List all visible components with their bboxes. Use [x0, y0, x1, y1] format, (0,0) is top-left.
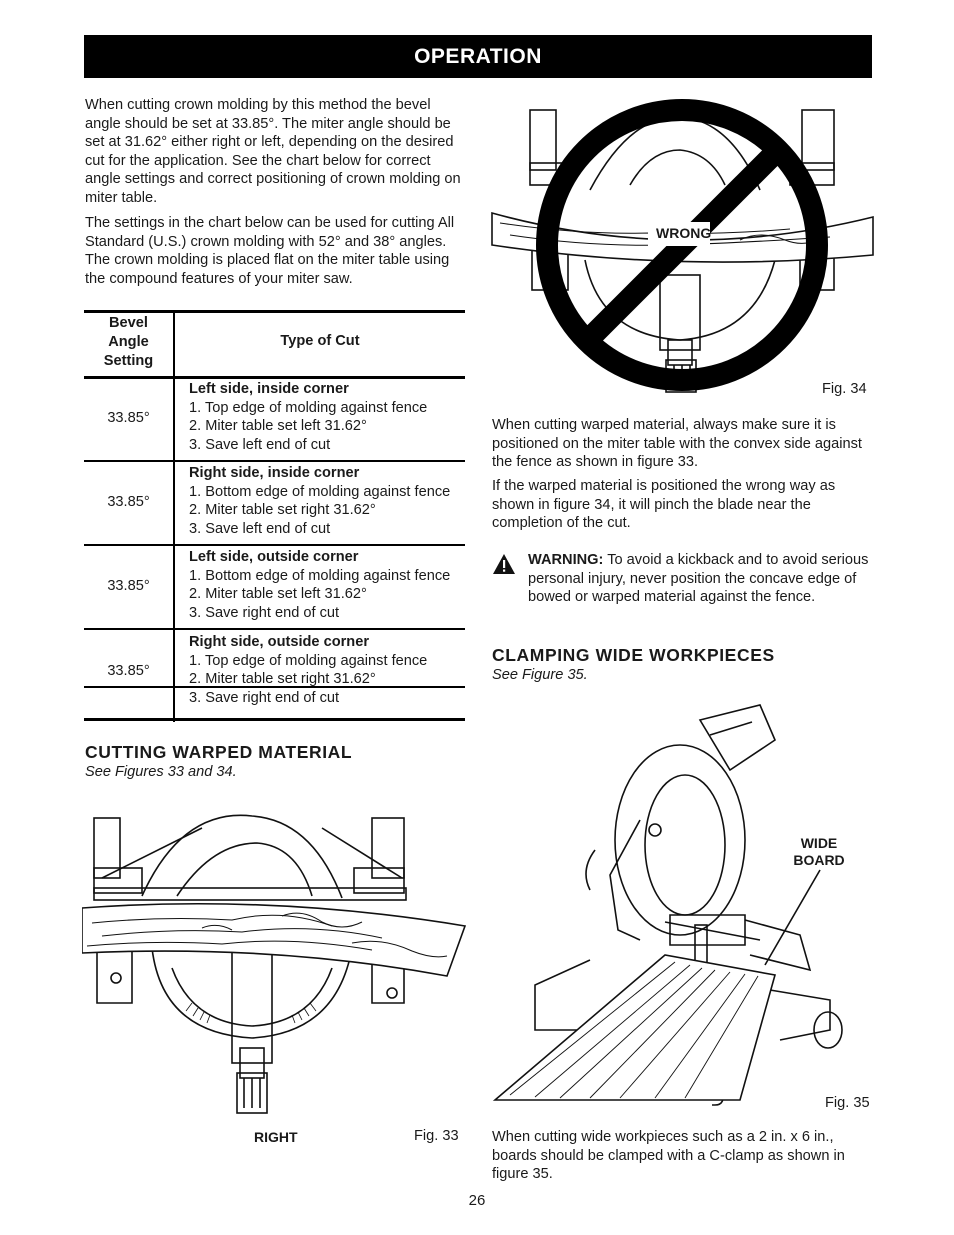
fig34-label-wrong: WRONG [656, 225, 712, 241]
row-2-angle: 33.85° [107, 494, 150, 510]
figure-34-saw-wrong [491, 99, 874, 393]
table-row-rule [84, 628, 465, 630]
section-banner: OPERATION [84, 35, 872, 78]
intro-paragraph-2: The settings in the chart below can be u… [85, 215, 455, 287]
row-4-cut: Right side, outside corner 1. Top edge o… [189, 634, 428, 706]
warped-paragraph-2: If the warped material is positioned the… [492, 478, 836, 532]
clamping-heading: CLAMPING WIDE WORKPIECES [492, 645, 775, 665]
page-number: 26 [468, 1192, 486, 1209]
intro-paragraph-1: When cutting crown molding by this metho… [85, 97, 461, 206]
fig34-caption: Fig. 34 [822, 381, 867, 397]
clamping-paragraph: When cutting wide workpieces such as a 2… [492, 1129, 845, 1183]
header-type-of-cut: Type of Cut [280, 333, 360, 349]
fig33-label-right: RIGHT [254, 1129, 298, 1145]
row-3-cut: Left side, outside corner 1. Bottom edge… [189, 549, 451, 621]
row-1-angle: 33.85° [107, 410, 150, 426]
warped-heading: CUTTING WARPED MATERIAL [85, 742, 353, 762]
row-1-cut: Left side, inside corner 1. Top edge of … [189, 381, 428, 453]
row-3-angle: 33.85° [107, 578, 150, 594]
table-bottom-rule [84, 718, 465, 721]
table-header-rule [84, 376, 465, 379]
clamping-see-figure: See Figure 35. [492, 667, 588, 683]
table-header-rule [84, 686, 465, 688]
row-2-cut: Right side, inside corner 1. Bottom edge… [189, 465, 451, 537]
warning-text: To avoid a kickback and to avoid serious… [528, 552, 869, 606]
fig35-label-board: BOARD [793, 852, 845, 868]
fig35-label-wide: WIDE [800, 835, 838, 851]
crown-molding-chart: Bevel Angle Setting Type of Cut [84, 310, 465, 722]
warped-see-figures: See Figures 33 and 34. [85, 764, 237, 780]
table-row-rule [84, 544, 465, 546]
warped-paragraph-1: When cutting warped material, always mak… [492, 417, 862, 471]
warning-label: WARNING: [528, 552, 604, 568]
header-bevel-angle-setting: Bevel Angle Setting [103, 315, 154, 369]
row-4-angle: 33.85° [107, 663, 150, 679]
fig35-caption: Fig. 35 [825, 1095, 870, 1111]
figure-33-saw-right [82, 814, 467, 1114]
table-row-rule [84, 460, 465, 462]
table-column-divider [173, 310, 175, 722]
warning-icon [493, 554, 515, 574]
fig33-caption: Fig. 33 [414, 1128, 459, 1144]
table-top-rule [84, 310, 465, 313]
figure-35-wide-board-clamp [492, 704, 843, 1106]
warning-block: WARNING: To avoid a kickback and to avoi… [528, 551, 874, 607]
